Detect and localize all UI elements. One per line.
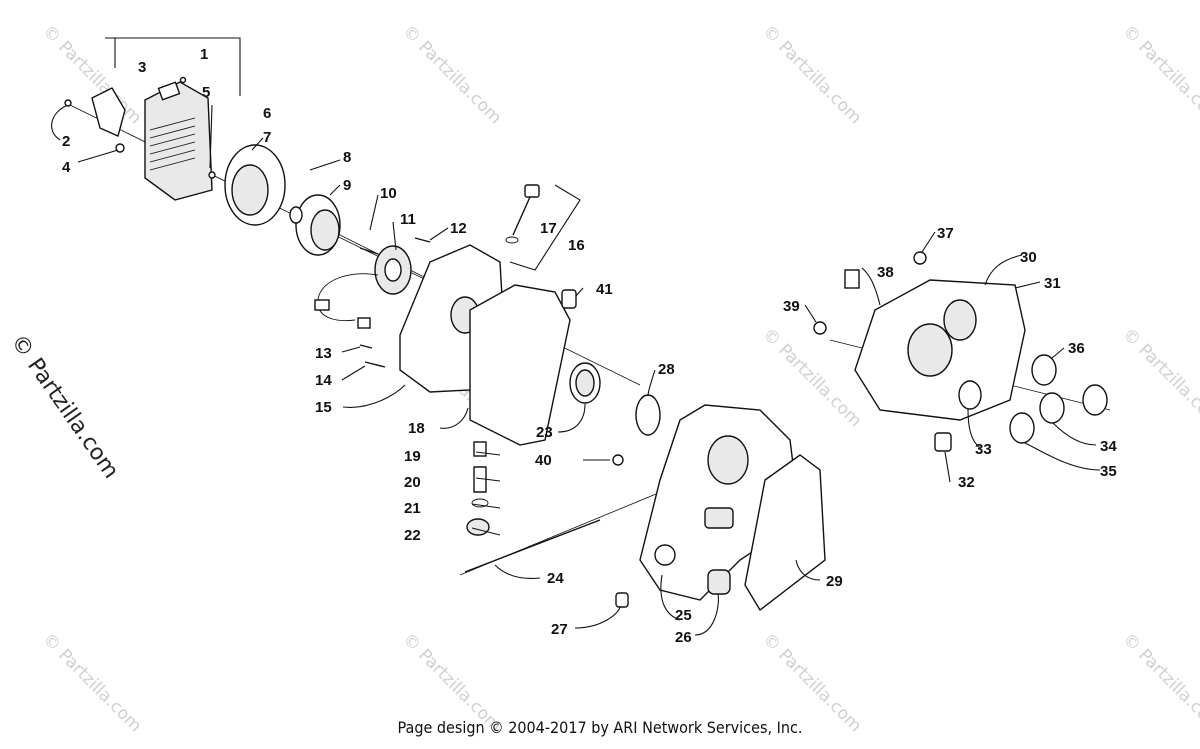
callout-12: 12 [450,220,467,237]
pin-27 [615,592,629,608]
crankcase-half [639,404,801,601]
callout-38: 38 [877,264,894,281]
fan-cover-group [64,37,241,201]
bearing-33 [958,380,982,410]
leader-lines [51,104,1101,636]
gasket-left [469,284,571,446]
bearing-33b [1009,412,1035,444]
callout-9: 9 [343,177,351,194]
stator-group [314,237,431,329]
callout-6: 6 [263,105,271,122]
watermark: © Partzilla.com [758,324,865,431]
callout-32: 32 [958,474,975,491]
callout-1: 1 [200,46,208,63]
callout-24: 24 [547,570,564,587]
callout-28: 28 [658,361,675,378]
callout-34: 34 [1100,438,1117,455]
stud-24 [464,519,601,573]
gasket-right [744,454,826,612]
callout-25: 25 [675,607,692,624]
watermark: © Partzilla.com [1118,21,1200,128]
callout-14: 14 [315,372,332,389]
callout-41: 41 [596,281,613,298]
callout-27: 27 [551,621,568,638]
callout-8: 8 [343,149,351,166]
dowel-41 [561,289,577,309]
bushing-26 [707,569,731,595]
callout-31: 31 [1044,275,1061,292]
callout-15: 15 [315,399,332,416]
callout-26: 26 [675,629,692,646]
callout-16: 16 [568,237,585,254]
watermark-layer: © Partzilla.com © Partzilla.com © Partzi… [38,21,1200,736]
right-cover [813,251,1026,421]
watermark: © Partzilla.com [1118,324,1200,431]
watermark: © Partzilla.com [38,21,145,128]
watermark: © Partzilla.com [758,21,865,128]
callout-11: 11 [400,211,416,228]
bearing-35 [1039,392,1065,424]
callout-4: 4 [62,159,71,176]
callout-22: 22 [404,527,421,544]
callout-10: 10 [380,185,397,202]
watermark: © Partzilla.com [398,21,505,128]
callout-18: 18 [408,420,425,437]
callout-40: 40 [535,452,552,469]
callout-37: 37 [937,225,954,242]
callout-7: 7 [263,129,271,146]
callout-36: 36 [1068,340,1085,357]
bearing-36 [1031,354,1057,386]
callout-30: 30 [1020,249,1037,266]
bolt-40 [612,454,624,466]
callout-33: 33 [975,441,992,458]
callout-39: 39 [783,298,800,315]
bushing-28 [635,394,661,436]
callout-19: 19 [404,448,421,465]
callout-5: 5 [202,84,210,101]
footer-credit: Page design © 2004-2017 by ARI Network S… [397,718,803,737]
callout-23: 23 [536,424,553,441]
callout-17: 17 [540,220,557,237]
callout-35: 35 [1100,463,1117,480]
relief-valve-group [466,441,490,536]
dowel-32 [934,432,952,452]
callout-13: 13 [315,345,332,362]
callout-20: 20 [404,474,421,491]
callout-29: 29 [826,573,843,590]
callouts: 1 2 3 4 5 6 7 8 9 10 11 12 13 14 15 16 1… [62,46,1117,646]
callout-3: 3 [138,59,146,76]
bearing-34 [1082,384,1108,416]
dipstick [505,184,581,271]
seal-23-inner [575,369,595,397]
flywheel-group [208,144,341,256]
callout-21: 21 [404,500,421,517]
callout-2: 2 [62,133,70,150]
